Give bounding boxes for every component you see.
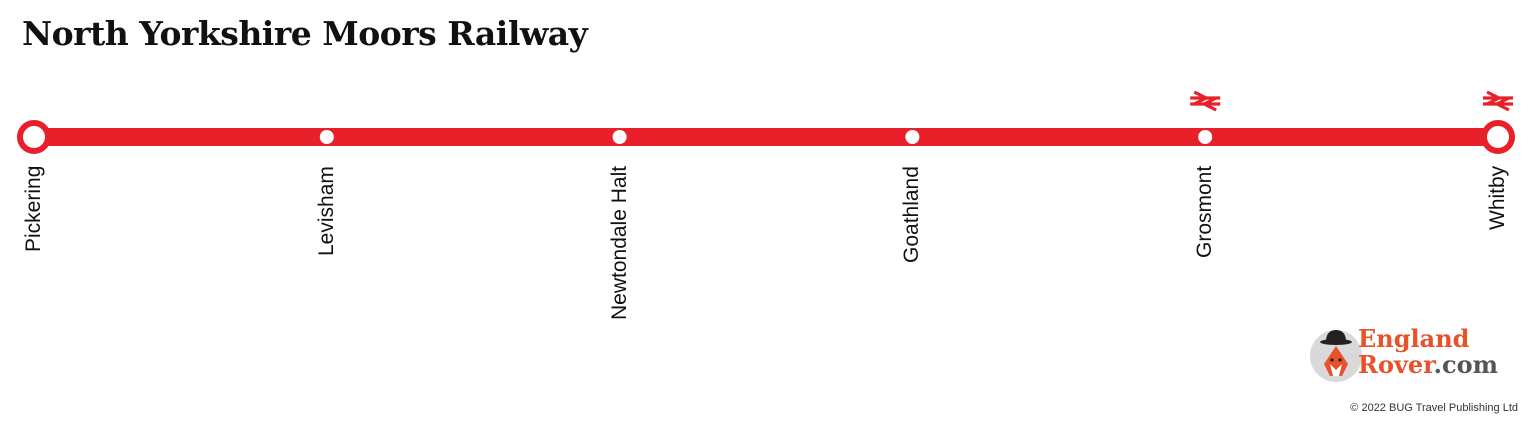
station-label: Goathland	[900, 166, 924, 263]
stations-group	[17, 90, 1515, 154]
brand-name-rover: Rover	[1358, 350, 1434, 379]
station-label: Grosmont	[1193, 165, 1217, 258]
station-label: Levisham	[314, 166, 338, 256]
station-label: Newtondale Halt	[607, 165, 631, 320]
railway-track	[34, 128, 1498, 146]
station-marker	[905, 130, 920, 144]
page-title: North Yorkshire Moors Railway	[22, 14, 588, 53]
national-rail-icon	[1483, 90, 1513, 112]
station-label: Pickering	[22, 165, 45, 252]
fox-bowler-hat-logo-icon	[1310, 330, 1362, 382]
brand-name-line2: Rover.com	[1358, 352, 1498, 378]
brand-name-line1: England	[1358, 324, 1470, 353]
station-marker	[612, 130, 627, 144]
brand-block: England Rover.com © 2022 BUG Travel Publ…	[1298, 324, 1518, 414]
national-rail-icon	[1190, 90, 1221, 112]
copyright-notice: © 2022 BUG Travel Publishing Ltd	[1350, 402, 1518, 414]
station-marker	[319, 130, 334, 144]
station-terminus-marker	[17, 120, 51, 154]
station-marker	[1198, 130, 1213, 144]
brand-name-suffix: .com	[1433, 350, 1498, 379]
station-label: Whitby	[1486, 165, 1509, 230]
station-terminus-marker	[1481, 120, 1515, 154]
